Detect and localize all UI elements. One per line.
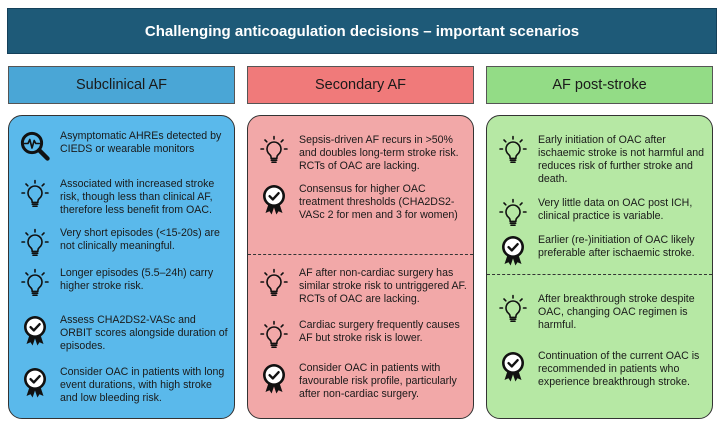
list-item: Consider OAC in patients with long event…: [19, 366, 228, 405]
list-item: After breakthrough stroke despite OAC, c…: [497, 293, 706, 332]
item-text: Assess CHA2DS2-VASc and ORBIT scores alo…: [60, 314, 228, 352]
section-divider: [487, 274, 712, 275]
item-text: Asymptomatic AHREs detected by CIEDS or …: [60, 130, 222, 155]
af-post-stroke-panel: Early initiation of OAC after ischaemic …: [486, 115, 713, 419]
list-item: Cardiac surgery frequently causes AF but…: [258, 319, 467, 351]
item-text: Associated with increased stroke risk, t…: [60, 178, 215, 216]
list-item: Assess CHA2DS2-VASc and ORBIT scores alo…: [19, 314, 228, 353]
list-item: Continuation of the current OAC is recom…: [497, 350, 706, 389]
lightbulb-icon: [497, 197, 529, 229]
section-divider: [248, 254, 473, 255]
list-item: Associated with increased stroke risk, t…: [19, 178, 228, 217]
item-text: Longer episodes (5.5–24h) carry higher s…: [60, 267, 214, 292]
item-text: Consensus for higher OAC treatment thres…: [299, 183, 458, 221]
item-text: Consider OAC in patients with long event…: [60, 366, 225, 404]
list-item: Very little data on OAC post ICH, clinic…: [497, 197, 706, 229]
column-header-label: Subclinical AF: [75, 77, 168, 93]
lightbulb-icon: [258, 134, 290, 166]
item-text: AF after non-cardiac surgery has similar…: [299, 267, 467, 305]
item-text: Very little data on OAC post ICH, clinic…: [538, 197, 693, 222]
subclinical-af-panel: Asymptomatic AHREs detected by CIEDS or …: [8, 115, 235, 419]
item-text: Very short episodes (<15-20s) are not cl…: [60, 227, 220, 252]
secondary-af-panel: Sepsis-driven AF recurs in >50% and doub…: [247, 115, 474, 419]
lightbulb-icon: [19, 227, 51, 259]
list-item: Consider OAC in patients with favourable…: [258, 362, 467, 401]
page-title: Challenging anticoagulation decisions – …: [144, 22, 580, 40]
column-header-subclinical-af: Subclinical AF: [8, 66, 235, 104]
list-item: AF after non-cardiac surgery has similar…: [258, 267, 467, 306]
item-text: Cardiac surgery frequently causes AF but…: [299, 319, 460, 344]
lightbulb-icon: [19, 178, 51, 210]
lightbulb-icon: [19, 267, 51, 299]
list-item: Asymptomatic AHREs detected by CIEDS or …: [19, 130, 228, 162]
column-header-af-post-stroke: AF post-stroke: [486, 66, 713, 104]
check-badge-icon: [497, 350, 529, 382]
list-item: Sepsis-driven AF recurs in >50% and doub…: [258, 134, 467, 173]
item-text: Earlier (re-)initiation of OAC likely pr…: [538, 234, 695, 259]
lightbulb-icon: [497, 293, 529, 325]
check-badge-icon: [19, 366, 51, 398]
item-text: After breakthrough stroke despite OAC, c…: [538, 293, 695, 331]
lightbulb-icon: [497, 134, 529, 166]
item-text: Continuation of the current OAC is recom…: [538, 350, 700, 388]
column-header-secondary-af: Secondary AF: [247, 66, 474, 104]
list-item: Early initiation of OAC after ischaemic …: [497, 134, 706, 186]
item-text: Consider OAC in patients with favourable…: [299, 362, 457, 400]
list-item: Earlier (re-)initiation of OAC likely pr…: [497, 234, 706, 266]
column-header-label: AF post-stroke: [552, 77, 647, 93]
item-text: Sepsis-driven AF recurs in >50% and doub…: [299, 134, 459, 172]
check-badge-icon: [19, 314, 51, 346]
list-item: Very short episodes (<15-20s) are not cl…: [19, 227, 228, 259]
lightbulb-icon: [258, 319, 290, 351]
column-header-label: Secondary AF: [314, 77, 407, 93]
item-text: Early initiation of OAC after ischaemic …: [538, 134, 705, 185]
check-badge-icon: [497, 234, 529, 266]
list-item: Longer episodes (5.5–24h) carry higher s…: [19, 267, 228, 299]
list-item: Consensus for higher OAC treatment thres…: [258, 183, 467, 222]
lightbulb-icon: [258, 267, 290, 299]
check-badge-icon: [258, 183, 290, 215]
title-banner: Challenging anticoagulation decisions – …: [7, 8, 717, 54]
magnifier-pulse-icon: [19, 130, 51, 162]
check-badge-icon: [258, 362, 290, 394]
